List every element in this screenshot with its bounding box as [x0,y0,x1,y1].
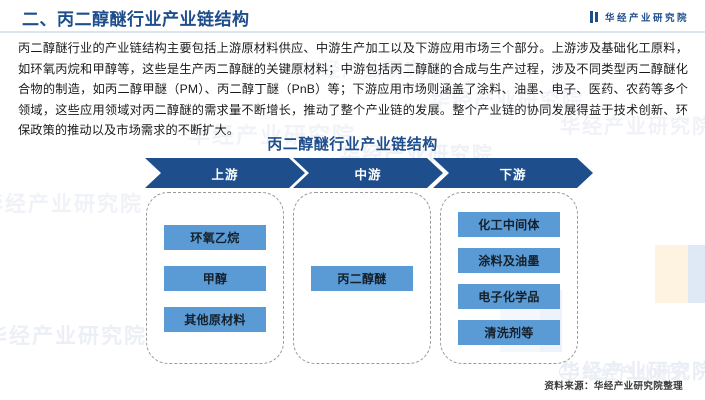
source-note: 资料来源：华经产业研究院整理 [544,381,683,392]
page-title: 二、丙二醇醚行业产业链结构 [22,10,250,29]
stage-column-downstream: 化工中间体 涂料及油墨 电子化学品 清洗剂等 [440,192,578,364]
chain-node: 其他原材料 [164,306,266,332]
chain-node: 清洗剂等 [458,319,560,345]
stage-arrow-midstream: 中游 [293,158,443,188]
stage-arrow-label: 下游 [499,167,527,182]
chain-node: 化工中间体 [458,211,560,237]
chain-node: 环氧乙烷 [164,224,266,250]
chain-node: 电子化学品 [458,283,560,309]
chain-node: 甲醇 [164,265,266,291]
stage-arrow-label: 上游 [211,167,239,182]
stage-column-midstream: 丙二醇醚 [293,192,431,364]
chain-node: 丙二醇醚 [311,265,413,291]
stage-arrow-label: 中游 [354,167,382,182]
page-header: 二、丙二醇醚行业产业链结构 华经产业研究院 [0,0,705,33]
brand-bars-icon [589,11,599,23]
stage-column-upstream: 环氧乙烷 甲醇 其他原材料 [146,192,284,364]
header-divider [0,31,705,33]
chart-title: 丙二醇醚行业产业链结构 [267,136,438,153]
stage-arrow-upstream: 上游 [145,158,305,188]
body-paragraph: 丙二醇醚行业的产业链结构主要包括上游原材料供应、中游生产加工以及下游应用市场三个… [18,41,688,138]
chain-node: 涂料及油墨 [458,247,560,273]
brand-name: 华经产业研究院 [604,13,689,24]
stage-arrow-band: 上游 中游 下游 [145,158,575,188]
stage-arrow-downstream: 下游 [433,158,593,188]
supply-chain-diagram: 丙二醇醚行业产业链结构 上游 中游 下游 环氧乙烷 甲醇 其他原材料 丙二醇醚 … [0,130,705,380]
brand-lockup: 华经产业研究院 [589,10,689,24]
